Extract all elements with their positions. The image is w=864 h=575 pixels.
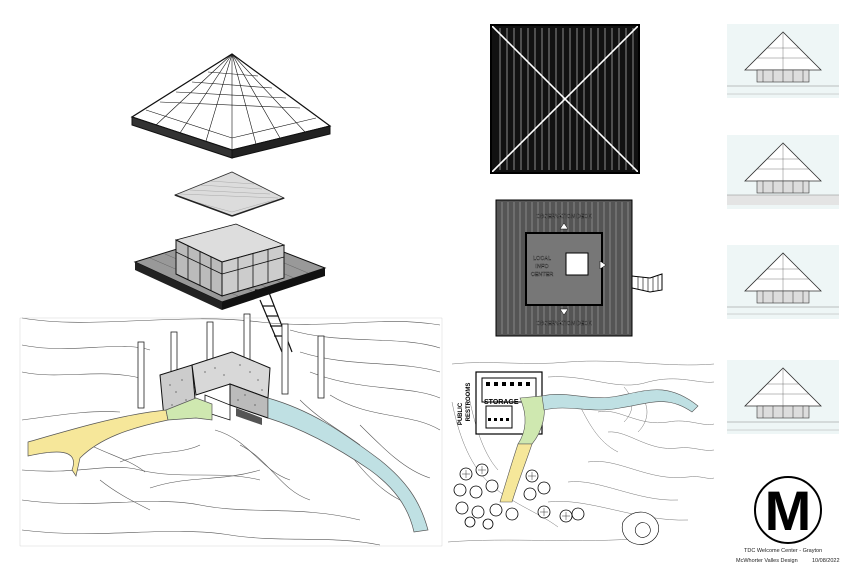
firm-name: McWhorter Valles Design bbox=[736, 558, 798, 564]
trees bbox=[453, 463, 585, 530]
site-yellow-path bbox=[499, 443, 533, 503]
deck-label-top: OBSERVATION DECK bbox=[536, 214, 592, 220]
roof-frame bbox=[130, 53, 332, 159]
center-label-3: CENTER bbox=[531, 272, 554, 278]
roof-plan bbox=[490, 24, 640, 174]
drawing-date: 10/08/2022 bbox=[812, 558, 840, 564]
site-plan: PUBLIC RESTROOMS STORAGE bbox=[448, 360, 715, 545]
elevation-3 bbox=[727, 245, 839, 319]
public-restrooms-label-1: PUBLIC bbox=[458, 402, 464, 425]
project-name: TDC Welcome Center - Grayton bbox=[744, 548, 823, 554]
floor-plan: OBSERVATION DECK OBSERVATION DECK LOCAL … bbox=[495, 199, 663, 337]
terrain-contours bbox=[21, 317, 441, 546]
green-walkway bbox=[165, 397, 213, 421]
firm-logo: M bbox=[754, 476, 822, 544]
storage-label: STORAGE bbox=[484, 399, 519, 406]
center-label-1: LOCAL bbox=[533, 256, 551, 262]
center-label-2: INFO bbox=[535, 264, 549, 270]
elevation-2 bbox=[727, 135, 839, 209]
observation-level bbox=[133, 223, 327, 353]
roof-deck bbox=[173, 171, 286, 217]
deck-label-bottom: OBSERVATION DECK bbox=[536, 321, 592, 327]
logo-letter: M bbox=[765, 479, 812, 542]
yellow-walkway bbox=[27, 409, 169, 477]
blue-walkway bbox=[267, 397, 429, 533]
public-restrooms-label-2: RESTROOMS bbox=[466, 383, 472, 422]
elevation-4 bbox=[727, 360, 839, 434]
elevation-1 bbox=[727, 24, 839, 98]
exploded-axonometric bbox=[19, 53, 443, 547]
site-blue-path bbox=[541, 389, 699, 413]
